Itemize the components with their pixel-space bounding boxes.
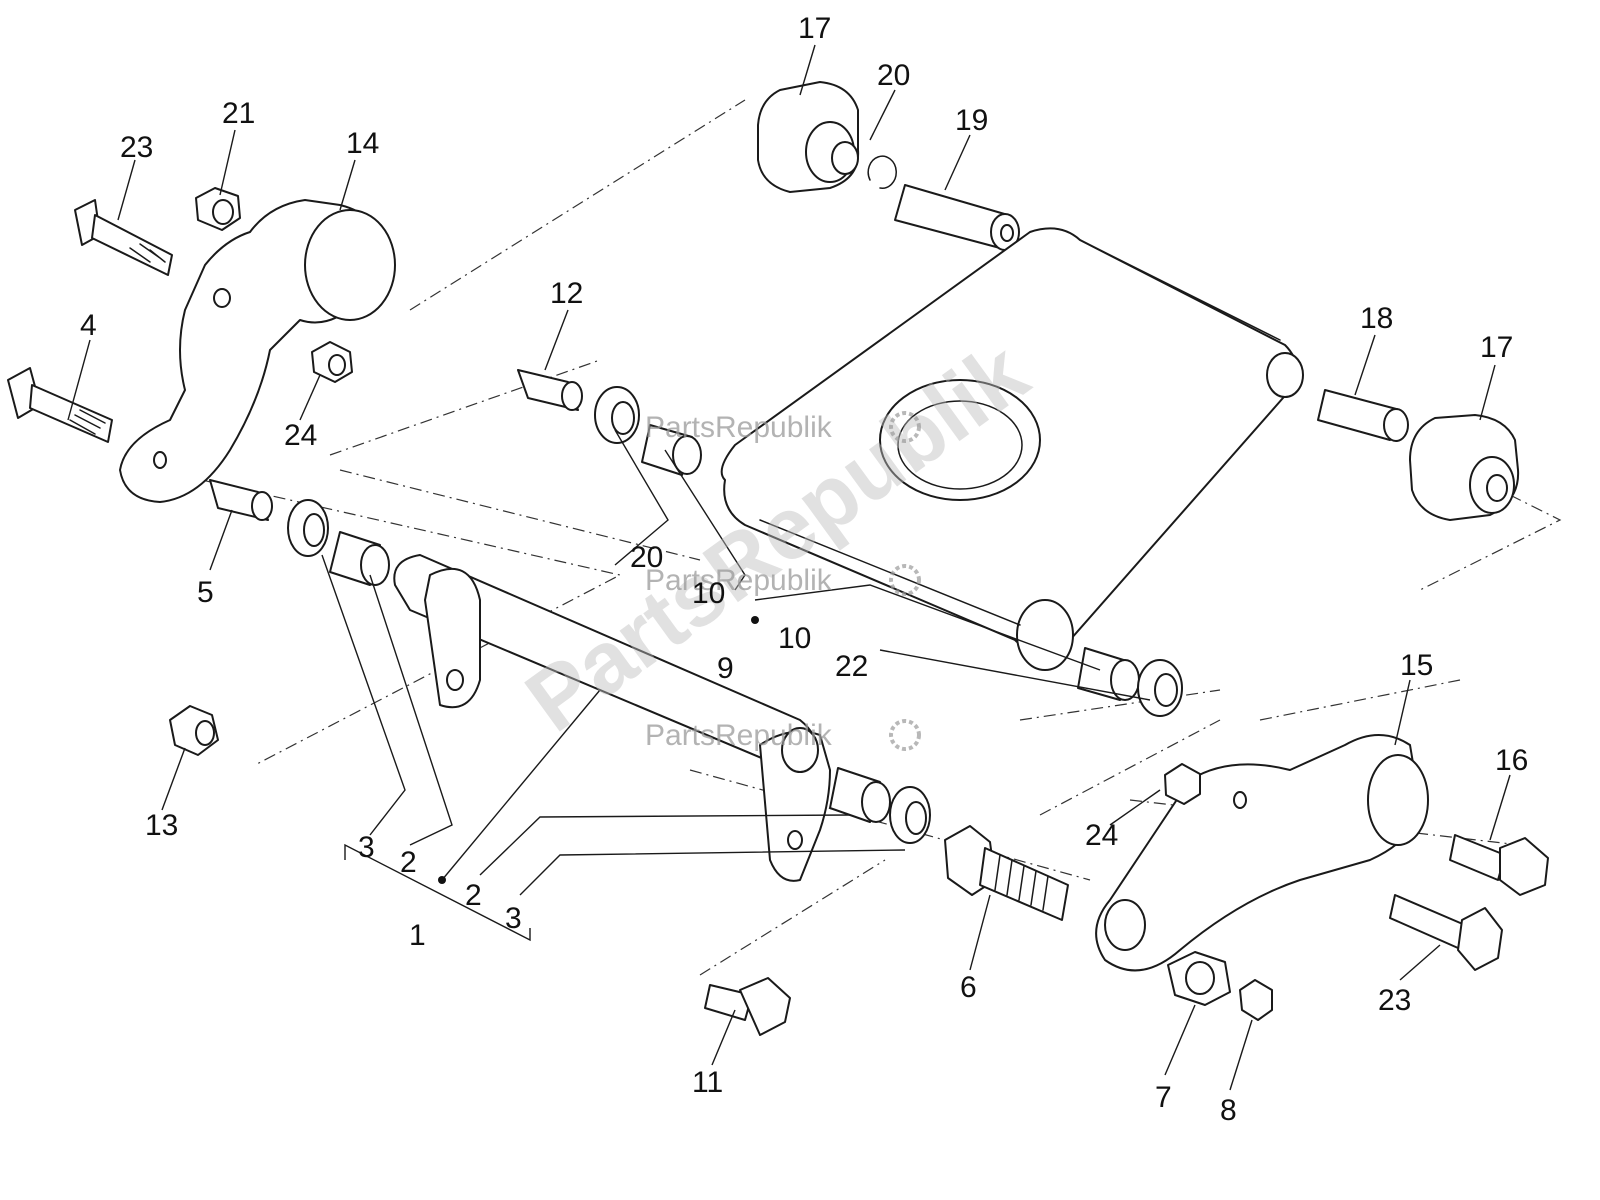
callout-1: 1: [409, 919, 426, 952]
callout-23-lower: 23: [1378, 984, 1411, 1017]
nut-8: [1239, 979, 1273, 1021]
pin-18: [1317, 389, 1409, 442]
washer-20-mid: [594, 386, 640, 444]
bolt-4: [7, 367, 113, 443]
nut-13: [169, 705, 219, 756]
callout-20-mid: 20: [630, 541, 663, 574]
circlip-20: [867, 155, 897, 189]
callout-17-right: 17: [1480, 331, 1513, 364]
callout-9: 9: [717, 652, 734, 685]
callout-19: 19: [955, 104, 988, 137]
rocker-9: [720, 227, 1304, 671]
callout-23-top: 23: [120, 131, 153, 164]
bolt-6: [944, 825, 1069, 921]
callout-6: 6: [960, 971, 977, 1004]
bolt-16: [1449, 834, 1549, 896]
washer-22: [1137, 659, 1183, 717]
roller-17-top: [757, 81, 860, 193]
bolt-23-top: [74, 199, 173, 276]
gear-icon: [889, 411, 921, 751]
watermark-brand-3: PartsRepublik: [645, 719, 833, 752]
callout-22: 22: [835, 650, 868, 683]
leader-lines: [67, 44, 1511, 1091]
pin-19: [894, 184, 1020, 251]
bolt-23-lower: [1389, 894, 1503, 971]
callout-17-top: 17: [798, 12, 831, 45]
callout-11: 11: [692, 1066, 723, 1099]
bush-10-lower: [1077, 647, 1140, 701]
callout-21: 21: [222, 97, 255, 130]
nut-24-lower: [1164, 763, 1201, 805]
shaft-1: [393, 554, 831, 882]
bush-2-lower: [829, 767, 891, 823]
callout-4: 4: [80, 309, 97, 342]
callout-2-right: 2: [465, 879, 482, 912]
callout-10-mid: 10: [692, 577, 725, 610]
washer-3-upper: [287, 499, 329, 557]
callout-13: 13: [145, 809, 178, 842]
nut-24-upper: [311, 341, 353, 383]
callout-18: 18: [1360, 302, 1393, 335]
callout-labels: 17 20 19 21 23 14 12 18 17 4 24 5 20 10 …: [80, 12, 1528, 1127]
callout-24-upper: 24: [284, 419, 317, 452]
roller-17-right: [1409, 414, 1520, 521]
bracket-15: [1095, 734, 1429, 972]
callout-3-right: 3: [505, 902, 522, 935]
washer-3-lower: [889, 786, 931, 844]
callout-15: 15: [1400, 649, 1433, 682]
callout-5: 5: [197, 576, 214, 609]
callout-14: 14: [346, 127, 379, 160]
bush-12: [517, 369, 583, 411]
bolt-11: [704, 977, 791, 1036]
watermark-brand-1: PartsRepublik: [645, 411, 833, 444]
callout-7: 7: [1155, 1081, 1172, 1114]
bracket-14: [119, 199, 396, 503]
callout-2-left: 2: [400, 846, 417, 879]
callout-10-right: 10: [778, 622, 811, 655]
callout-16: 16: [1495, 744, 1528, 777]
bush-5: [209, 479, 273, 521]
bush-2-upper: [329, 531, 390, 586]
callout-8: 8: [1220, 1094, 1237, 1127]
nut-21: [195, 187, 241, 231]
callout-20-top: 20: [877, 59, 910, 92]
bush-10-mid: [641, 424, 702, 476]
callout-24-lower: 24: [1085, 819, 1118, 852]
callout-12: 12: [550, 277, 583, 310]
callout-3-left: 3: [358, 831, 375, 864]
watermark-brand-2: PartsRepublik: [645, 564, 833, 597]
nut-7: [1167, 951, 1231, 1006]
